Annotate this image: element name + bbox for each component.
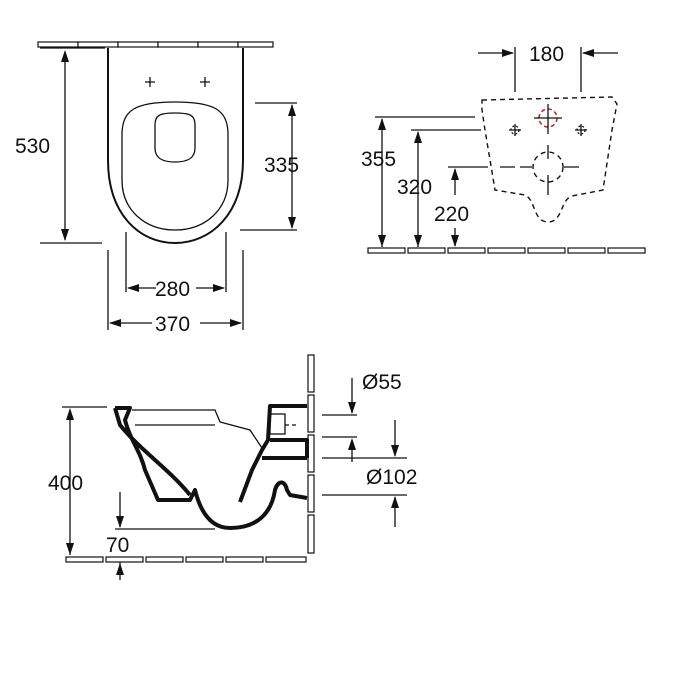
dimension-280: 280 xyxy=(155,278,190,301)
dimension-220: 220 xyxy=(434,203,469,226)
dimension-d102: Ø102 xyxy=(366,466,417,489)
fixing-marks-rear xyxy=(509,124,587,136)
dimension-355: 355 xyxy=(361,148,396,171)
outlet-marker xyxy=(532,151,564,183)
dimension-400: 400 xyxy=(48,472,83,495)
dimension-70: 70 xyxy=(106,534,129,557)
fixing-marks-top xyxy=(145,77,210,87)
dimension-335: 335 xyxy=(264,154,299,177)
dimension-d55: Ø55 xyxy=(362,371,402,394)
floor-strip-side xyxy=(65,556,307,563)
wc-outline-dashed xyxy=(481,96,618,223)
top-view: 530 335 280 370 xyxy=(15,41,299,336)
bowl-profile-side xyxy=(113,404,309,530)
wall-strip-top xyxy=(37,41,274,48)
dimension-370: 370 xyxy=(155,313,190,336)
dimension-530: 530 xyxy=(15,135,50,158)
dimension-320: 320 xyxy=(397,176,432,199)
bowl-outline-top xyxy=(107,48,244,245)
side-view: 400 70 Ø55 Ø102 xyxy=(48,354,417,580)
rear-view: 180 355 320 220 xyxy=(361,43,646,254)
inlet-connector xyxy=(269,413,286,435)
dimension-180: 180 xyxy=(529,43,564,66)
floor-strip-rear xyxy=(367,247,646,254)
rim-line xyxy=(132,409,263,449)
seat-outline xyxy=(121,101,229,231)
bowl-opening xyxy=(154,112,196,163)
